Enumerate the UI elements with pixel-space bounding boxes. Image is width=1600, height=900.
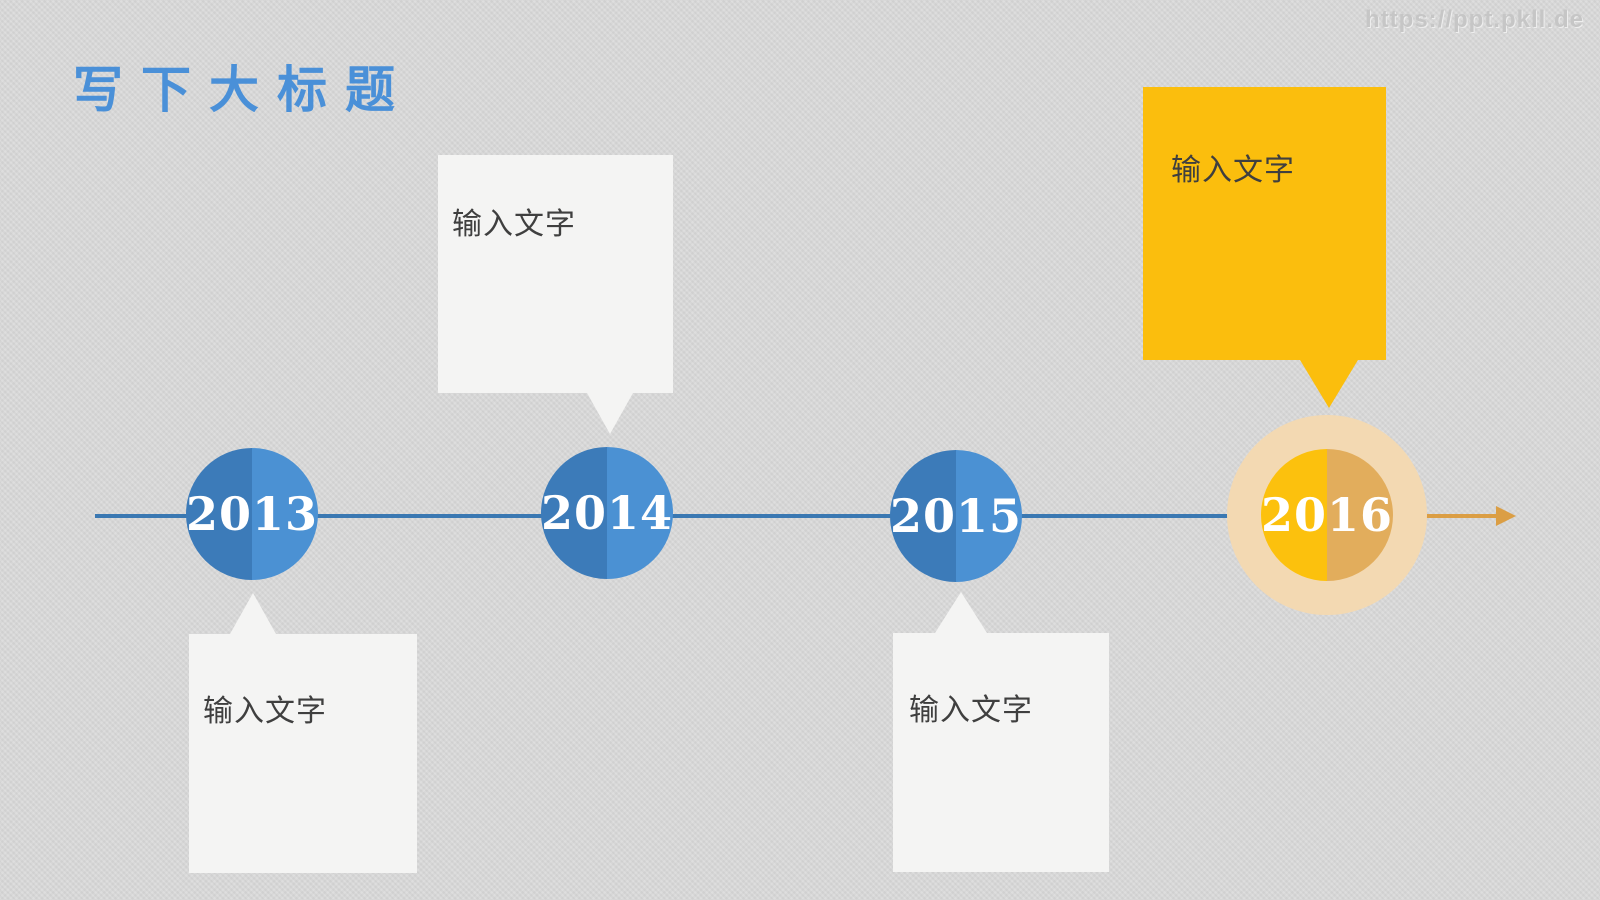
callout-placeholder-text: 输入文字 — [909, 694, 1033, 727]
callout-placeholder-text: 输入文字 — [203, 695, 327, 728]
callout-2013[interactable]: 输入文字 — [189, 593, 417, 873]
year-label: 2013 — [185, 487, 319, 541]
callout-tail-down — [1300, 360, 1358, 408]
year-label: 2015 — [889, 489, 1023, 543]
milestone-node-2014: 2014 — [541, 447, 673, 579]
milestone-node-2016: 2016 — [1261, 449, 1393, 581]
watermark: https://ppt.pkll.de — [1365, 6, 1584, 33]
slide-title[interactable]: 写下大标题 — [73, 62, 413, 118]
callout-tail-down — [587, 393, 633, 434]
callout-tail-up — [230, 593, 276, 634]
callout-2016[interactable]: 输入文字 — [1143, 87, 1386, 408]
callout-2015[interactable]: 输入文字 — [893, 592, 1109, 872]
callout-tail-up — [935, 592, 987, 633]
timeline-line — [95, 514, 1305, 518]
timeline-arrow-icon — [1496, 506, 1516, 526]
callout-2014[interactable]: 输入文字 — [438, 155, 673, 434]
milestone-node-2016-ring: 2016 — [1227, 415, 1427, 615]
year-label: 2016 — [1260, 488, 1394, 542]
callout-placeholder-text: 输入文字 — [452, 208, 576, 241]
callout-placeholder-text: 输入文字 — [1171, 154, 1295, 187]
milestone-node-2013: 2013 — [186, 448, 318, 580]
year-label: 2014 — [540, 486, 674, 540]
milestone-node-2015: 2015 — [890, 450, 1022, 582]
